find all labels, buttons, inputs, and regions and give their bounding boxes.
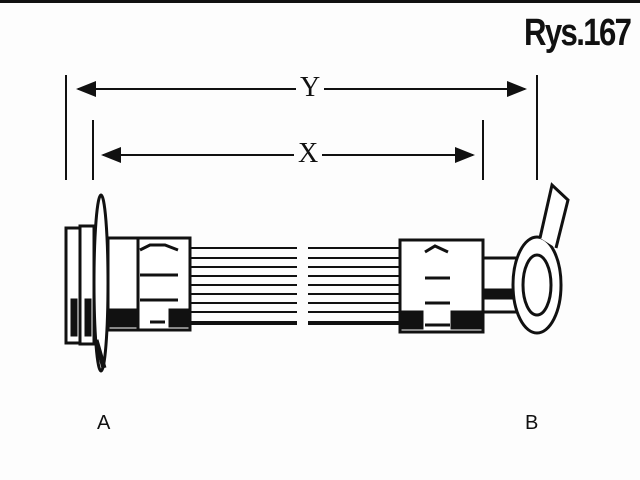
- hose-body: [190, 247, 400, 325]
- end-a-label: A: [97, 412, 111, 434]
- extension-lines: [65, 75, 538, 180]
- top-border: [0, 0, 640, 3]
- end-b-label: B: [525, 412, 539, 434]
- figure-title: Rys.167: [524, 12, 632, 54]
- right-fitting: [398, 182, 570, 335]
- dimension-x-label: X: [294, 138, 323, 170]
- dimension-y-label: Y: [296, 72, 325, 104]
- left-fitting: [64, 193, 192, 373]
